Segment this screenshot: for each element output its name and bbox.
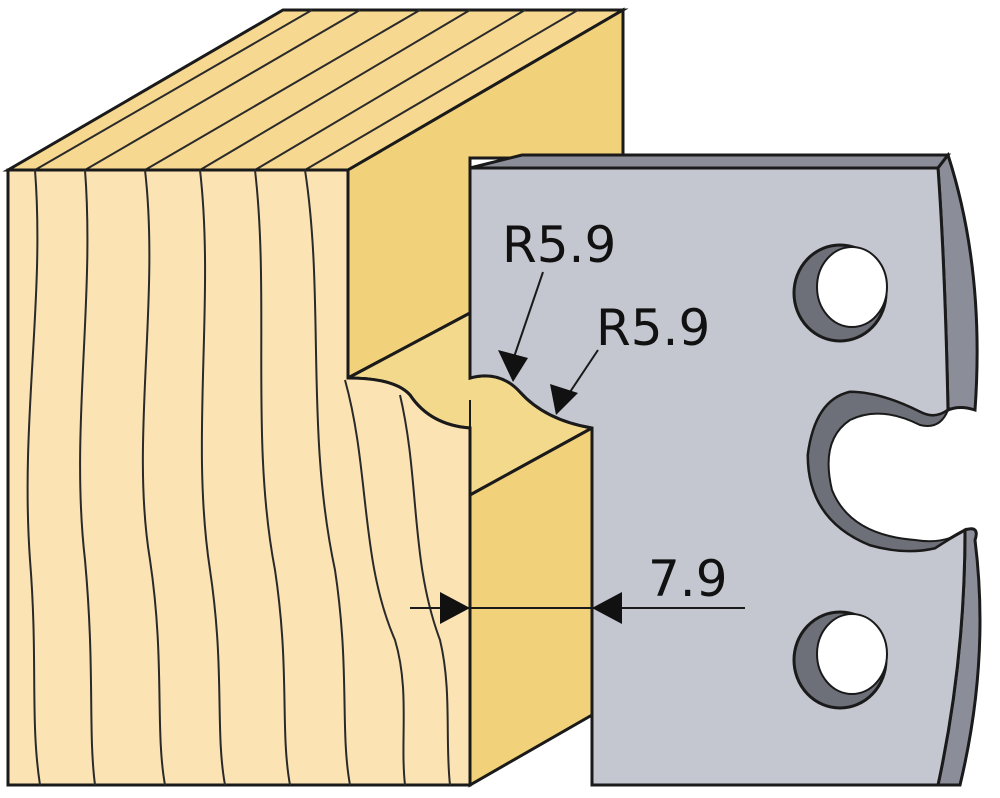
- arrowhead: [550, 384, 578, 415]
- knife-lower-hole: [792, 610, 888, 710]
- knife-top-edge: [469, 153, 952, 170]
- dimension-radius-lower: R5.9: [550, 299, 710, 415]
- arrowhead-right: [592, 592, 622, 624]
- radius-upper-label: R5.9: [502, 216, 616, 274]
- radius-lower-label: R5.9: [596, 299, 710, 357]
- depth-label: 7.9: [648, 550, 728, 608]
- knife-recess-shade: [806, 390, 966, 552]
- wood-top-grain: [34, 9, 579, 171]
- arrowhead-left: [440, 592, 470, 624]
- wood-block: [2, 7, 629, 788]
- steel-knife: [468, 151, 982, 787]
- wood-front-grain: [26, 169, 451, 786]
- arrowhead: [498, 350, 528, 382]
- knife-upper-hole: [792, 243, 888, 343]
- dimension-radius-upper: R5.9: [498, 216, 616, 382]
- dimension-depth: 7.9: [410, 400, 745, 640]
- wood-front-face: [6, 168, 472, 787]
